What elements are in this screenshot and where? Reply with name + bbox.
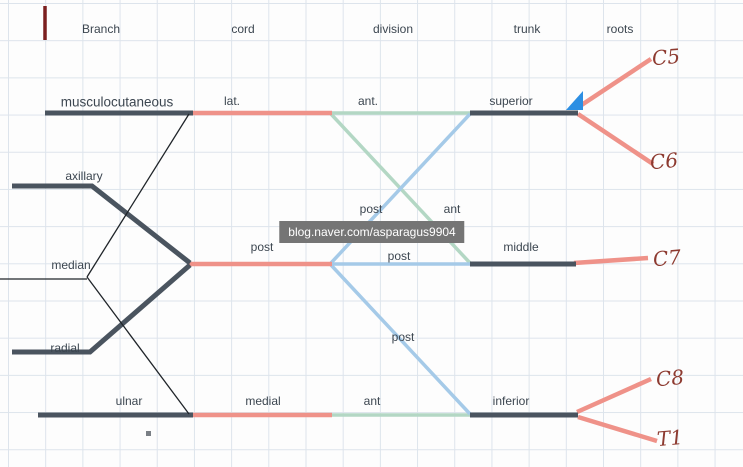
axillary-nerve-line [12,183,192,265]
musculocutaneous-label: musculocutaneous [60,94,174,110]
radial-nerve-line [12,263,192,355]
posterior-superior-division-label: post [359,202,383,216]
t1-root-label: T1 [655,424,685,452]
median-medial-root-line [86,276,190,415]
column-header-roots: roots [606,22,634,36]
anterior-superior-division-label: ant. [357,94,379,108]
axillary-label: axillary [65,169,103,183]
posterior-inferior-division-label: post [391,330,415,344]
inferior-trunk-label: inferior [492,394,530,408]
posterior-inferior-division-line [329,263,472,416]
column-header-branch: Branch [81,22,121,36]
c7-root-label: C7 [651,244,683,272]
posterior-cord-label: post [250,240,274,254]
superior-trunk-label: superior [489,94,533,108]
middle-trunk-label: middle [503,240,539,254]
c6-root-label: C6 [648,147,680,175]
c6-root-line [576,112,655,166]
c5-root-label: C5 [650,43,682,71]
posterior-middle-division-label: post [387,249,411,263]
c7-root-line [573,255,649,266]
anterior-middle-division-label: ant [443,202,461,216]
radial-label: radial [50,341,80,355]
column-header-cord: cord [231,22,255,36]
c5-root-line [575,57,653,110]
t1-root-line [577,414,658,444]
median-label: median [51,258,91,272]
blue-triangle-marker [566,91,583,110]
c8-root-label: C8 [654,364,686,392]
watermark: blog.naver.com/asparagus9904 [279,221,465,243]
median-lateral-root-line [86,113,190,278]
column-header-trunk: trunk [513,22,541,36]
anterior-inferior-division-label: ant [363,394,381,408]
lateral-cord-label: lat. [223,94,241,108]
ulnar-label: ulnar [115,394,143,408]
gray-dot [146,431,151,436]
c8-root-line [576,376,652,415]
medial-cord-label: medial [245,394,281,408]
column-header-division: division [372,22,414,36]
